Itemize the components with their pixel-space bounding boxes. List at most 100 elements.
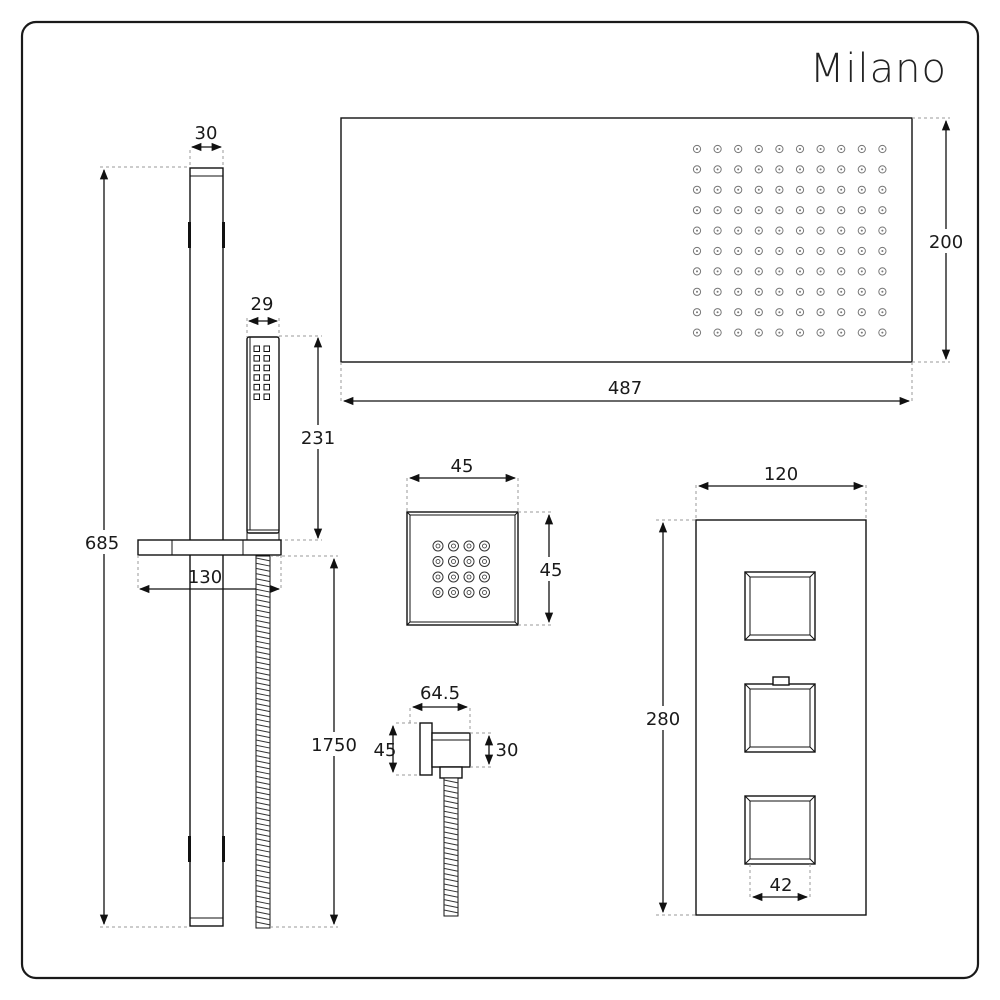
nozzle-icon <box>775 308 784 317</box>
nozzle-icon <box>837 165 846 174</box>
nozzle-icon <box>754 308 763 317</box>
nozzle-icon <box>263 345 270 352</box>
nozzle-icon <box>795 287 805 296</box>
nozzle-icon <box>795 328 805 337</box>
nozzle-icon <box>263 355 270 362</box>
nozzle-icon <box>713 144 722 154</box>
nozzle-icon <box>857 308 866 317</box>
nozzle-icon <box>795 144 805 154</box>
nozzle-icon <box>837 226 846 235</box>
nozzle-icon <box>754 328 763 337</box>
hand-shower <box>246 336 280 541</box>
nozzle-icon <box>713 308 722 317</box>
nozzle-icon <box>754 206 763 215</box>
jet-height-label: 45 <box>540 560 563 581</box>
nozzle-icon <box>463 587 475 598</box>
nozzle-icon <box>734 328 743 337</box>
nozzle-icon <box>463 540 475 552</box>
rain-shower-head <box>340 117 913 363</box>
nozzle-icon <box>816 328 825 337</box>
nozzle-icon <box>713 267 722 276</box>
nozzle-icon <box>857 328 866 337</box>
nozzle-icon <box>734 246 743 256</box>
nozzle-icon <box>754 226 763 235</box>
nozzle-icon <box>795 206 805 215</box>
nozzle-icon <box>857 267 866 276</box>
jet-width-label: 45 <box>451 456 474 477</box>
nozzle-icon <box>479 587 490 598</box>
nozzle-icon <box>775 165 784 174</box>
nozzle-icon <box>754 267 763 276</box>
nozzle-icon <box>837 267 846 276</box>
nozzle-icon <box>263 383 270 391</box>
nozzle-icon <box>734 308 743 317</box>
nozzle-icon <box>263 374 270 381</box>
nozzle-icon <box>263 364 270 372</box>
thermostatic-valve-plate <box>695 519 867 916</box>
nozzle-icon <box>878 267 887 276</box>
nozzle-icon <box>734 206 743 215</box>
nozzle-icon <box>816 226 825 235</box>
nozzle-icon <box>692 308 702 317</box>
nozzle-icon <box>878 185 887 194</box>
nozzle-icon <box>816 308 825 317</box>
nozzle-icon <box>754 287 763 296</box>
nozzle-icon <box>795 165 805 174</box>
nozzle-icon <box>713 165 722 174</box>
nozzle-icon <box>253 383 260 391</box>
bracket-width-label: 130 <box>188 567 222 588</box>
nozzle-icon <box>816 144 825 154</box>
nozzle-icon <box>253 393 260 400</box>
nozzle-icon <box>878 246 887 256</box>
nozzle-icon <box>837 246 846 256</box>
nozzle-icon <box>479 540 490 552</box>
nozzle-icon <box>837 144 846 154</box>
nozzle-icon <box>878 308 887 317</box>
nozzle-icon <box>253 364 260 372</box>
nozzle-icon <box>857 185 866 194</box>
nozzle-icon <box>448 556 459 567</box>
nozzle-icon <box>713 185 722 194</box>
valve-handle-top <box>744 571 816 641</box>
nozzle-icon <box>816 165 825 174</box>
nozzle-icon <box>754 144 763 154</box>
nozzle-icon <box>734 267 743 276</box>
nozzle-icon <box>816 246 825 256</box>
nozzle-icon <box>253 374 260 381</box>
nozzle-icon <box>713 328 722 337</box>
nozzle-icon <box>479 571 490 583</box>
nozzle-icon <box>463 556 475 567</box>
nozzle-icon <box>432 571 444 583</box>
valve-height-label: 280 <box>646 709 680 730</box>
nozzle-icon <box>713 246 722 256</box>
wall-outlet-elbow <box>419 722 471 917</box>
nozzle-icon <box>795 267 805 276</box>
nozzle-icon <box>878 287 887 296</box>
nozzle-icon <box>816 287 825 296</box>
nozzle-icon <box>857 144 866 154</box>
nozzle-icon <box>837 185 846 194</box>
nozzle-icon <box>857 206 866 215</box>
nozzle-icon <box>878 328 887 337</box>
nozzle-icon <box>734 185 743 194</box>
brand-title: Milano <box>810 46 947 92</box>
elbow-height-label: 45 <box>374 740 397 761</box>
nozzle-icon <box>713 287 722 296</box>
nozzle-icon <box>463 571 475 583</box>
nozzle-icon <box>432 556 444 567</box>
nozzle-icon <box>754 246 763 256</box>
slider-bracket <box>137 539 282 556</box>
nozzle-icon <box>857 165 866 174</box>
nozzle-icon <box>837 287 846 296</box>
shower-hose <box>255 555 271 929</box>
nozzle-icon <box>857 226 866 235</box>
elbow-width-label: 64.5 <box>420 683 460 704</box>
nozzle-icon <box>775 226 784 235</box>
nozzle-icon <box>775 328 784 337</box>
nozzle-icon <box>692 226 702 235</box>
nozzle-icon <box>816 267 825 276</box>
nozzle-icon <box>857 246 866 256</box>
nozzle-icon <box>795 246 805 256</box>
nozzle-icon <box>857 287 866 296</box>
nozzle-icon <box>775 267 784 276</box>
